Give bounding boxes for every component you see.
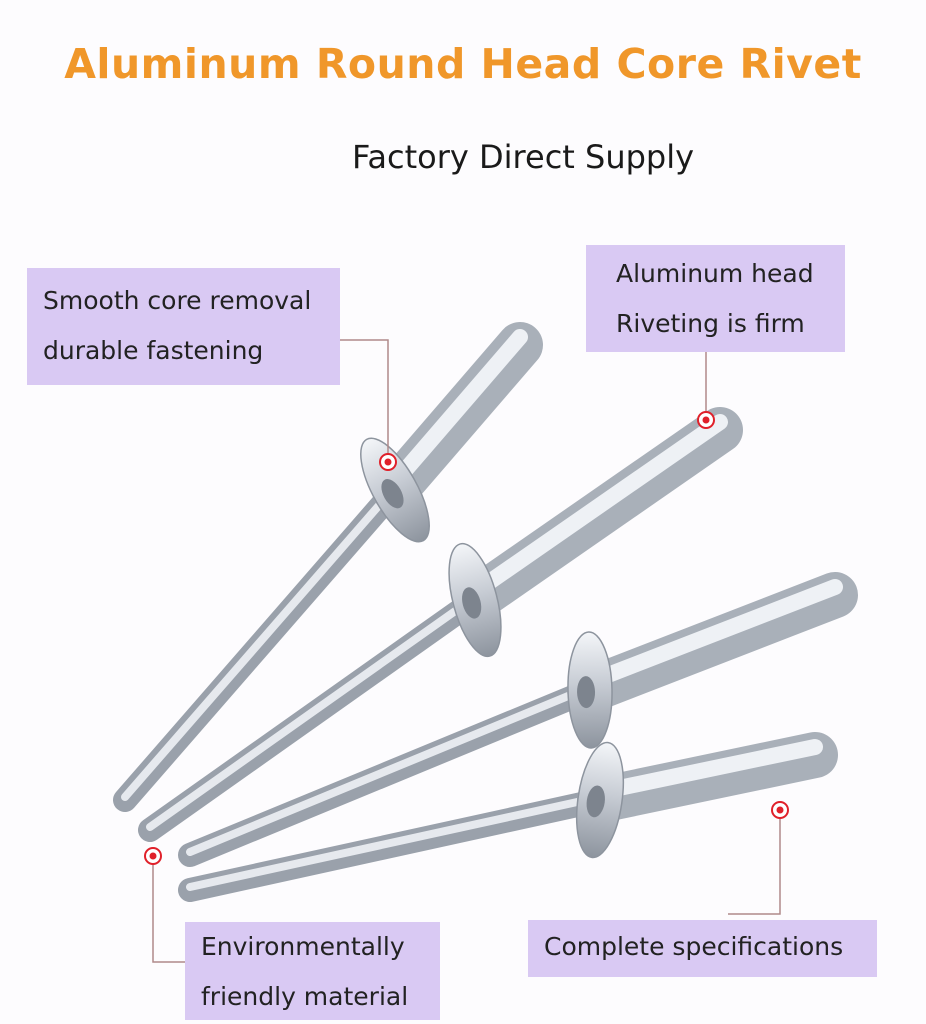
callout-aluminum-head: Aluminum head Riveting is firm	[586, 245, 845, 352]
target-marker-icon	[379, 453, 397, 471]
callout-text: Complete specifications	[544, 932, 844, 961]
callout-text: Aluminum head	[616, 259, 814, 288]
target-marker-icon	[697, 411, 715, 429]
page-title: Aluminum Round Head Core Rivet	[64, 40, 862, 88]
callout-text: friendly material	[201, 982, 409, 1011]
callout-material: Environmentally friendly material	[185, 922, 440, 1020]
target-marker-icon	[771, 801, 789, 819]
rivet	[113, 322, 543, 812]
rivet	[178, 572, 858, 867]
rivet	[178, 732, 838, 902]
callout-text: Smooth core removal	[43, 286, 312, 315]
rivet	[138, 407, 743, 842]
callout-text: Riveting is firm	[616, 309, 805, 338]
callout-specifications: Complete specifications	[528, 920, 877, 977]
callout-core-removal: Smooth core removal durable fastening	[27, 268, 340, 385]
subtitle: Factory Direct Supply	[351, 138, 695, 176]
callout-text: durable fastening	[43, 336, 264, 365]
callout-lines	[152, 339, 781, 963]
target-marker-icon	[144, 847, 162, 865]
callout-text: Environmentally	[201, 932, 405, 961]
